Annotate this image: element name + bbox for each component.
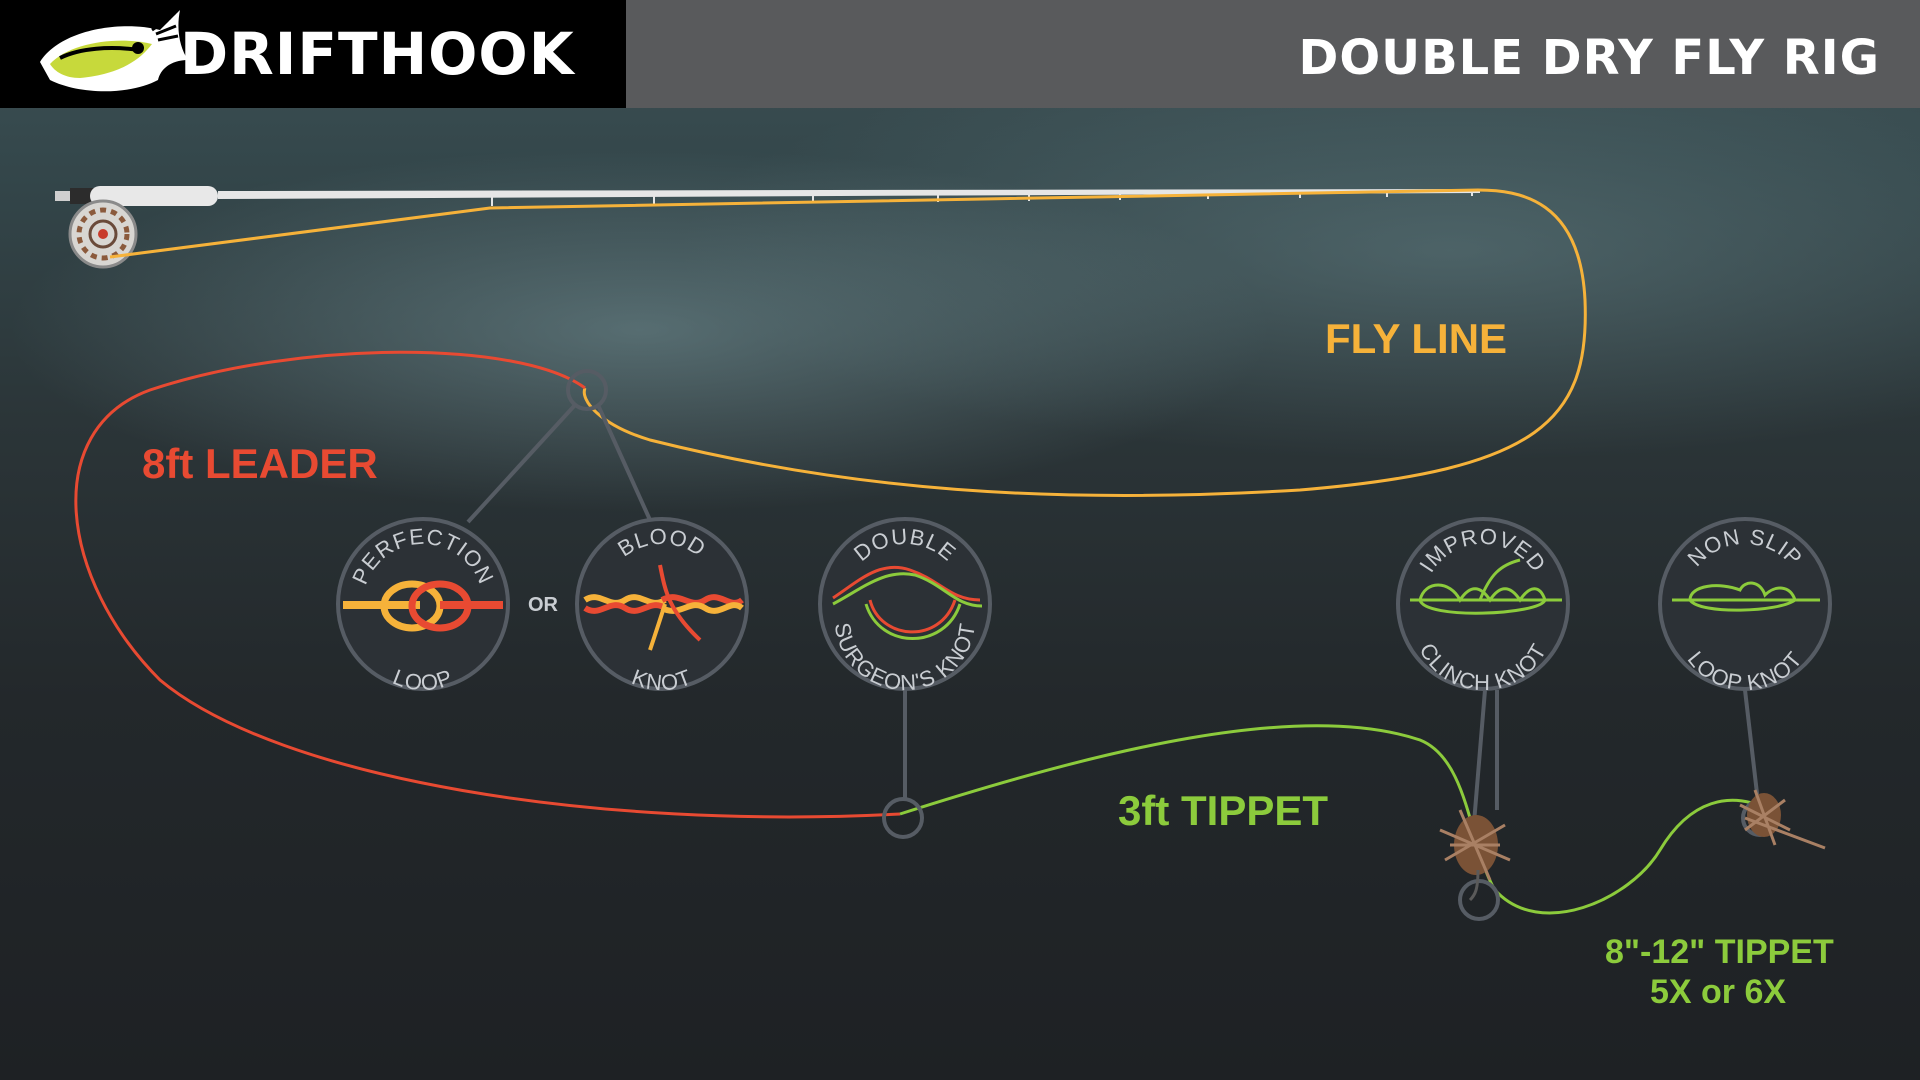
leader-line xyxy=(74,350,901,819)
blood-knot-badge: BLOOD KNOT xyxy=(575,517,749,696)
tippet-connection-ring xyxy=(882,797,924,839)
short-tippet-length-label: 8"-12" TIPPET xyxy=(1605,933,1834,971)
non-slip-loop-knot-badge: NON SLIP LOOP KNOT xyxy=(1658,517,1832,695)
or-label: OR xyxy=(528,594,559,616)
fly-rod xyxy=(55,186,1480,206)
fish-logo-icon xyxy=(40,10,188,92)
leader-label: 8ft LEADER xyxy=(142,440,378,487)
fly-line-label: FLY LINE xyxy=(1325,315,1508,362)
short-tippet-size-label: 5X or 6X xyxy=(1650,973,1787,1011)
header-logo-panel: DRIFTHOOK xyxy=(0,0,626,108)
double-surgeons-knot-badge: DOUBLE SURGEON'S KNOT xyxy=(818,517,992,695)
page-title: DOUBLE DRY FLY RIG xyxy=(1298,30,1880,86)
reel-icon xyxy=(68,199,138,269)
tippet-line xyxy=(899,724,1771,915)
dry-fly-1-ring xyxy=(1458,879,1500,921)
perfection-loop-badge: PERFECTION LOOP xyxy=(336,517,510,696)
header-bar: DOUBLE DRY FLY RIG xyxy=(626,0,1920,108)
dry-fly-2-icon xyxy=(1739,789,1826,850)
improved-clinch-knot-badge: IMPROVED CLINCH KNOT xyxy=(1396,517,1570,695)
leader-connection-ring xyxy=(566,369,608,411)
tippet-label: 3ft TIPPET xyxy=(1118,787,1329,834)
fly-line xyxy=(109,188,1587,498)
brand-name: DRIFTHOOK xyxy=(180,20,575,88)
dry-fly-1-icon xyxy=(1439,809,1511,902)
